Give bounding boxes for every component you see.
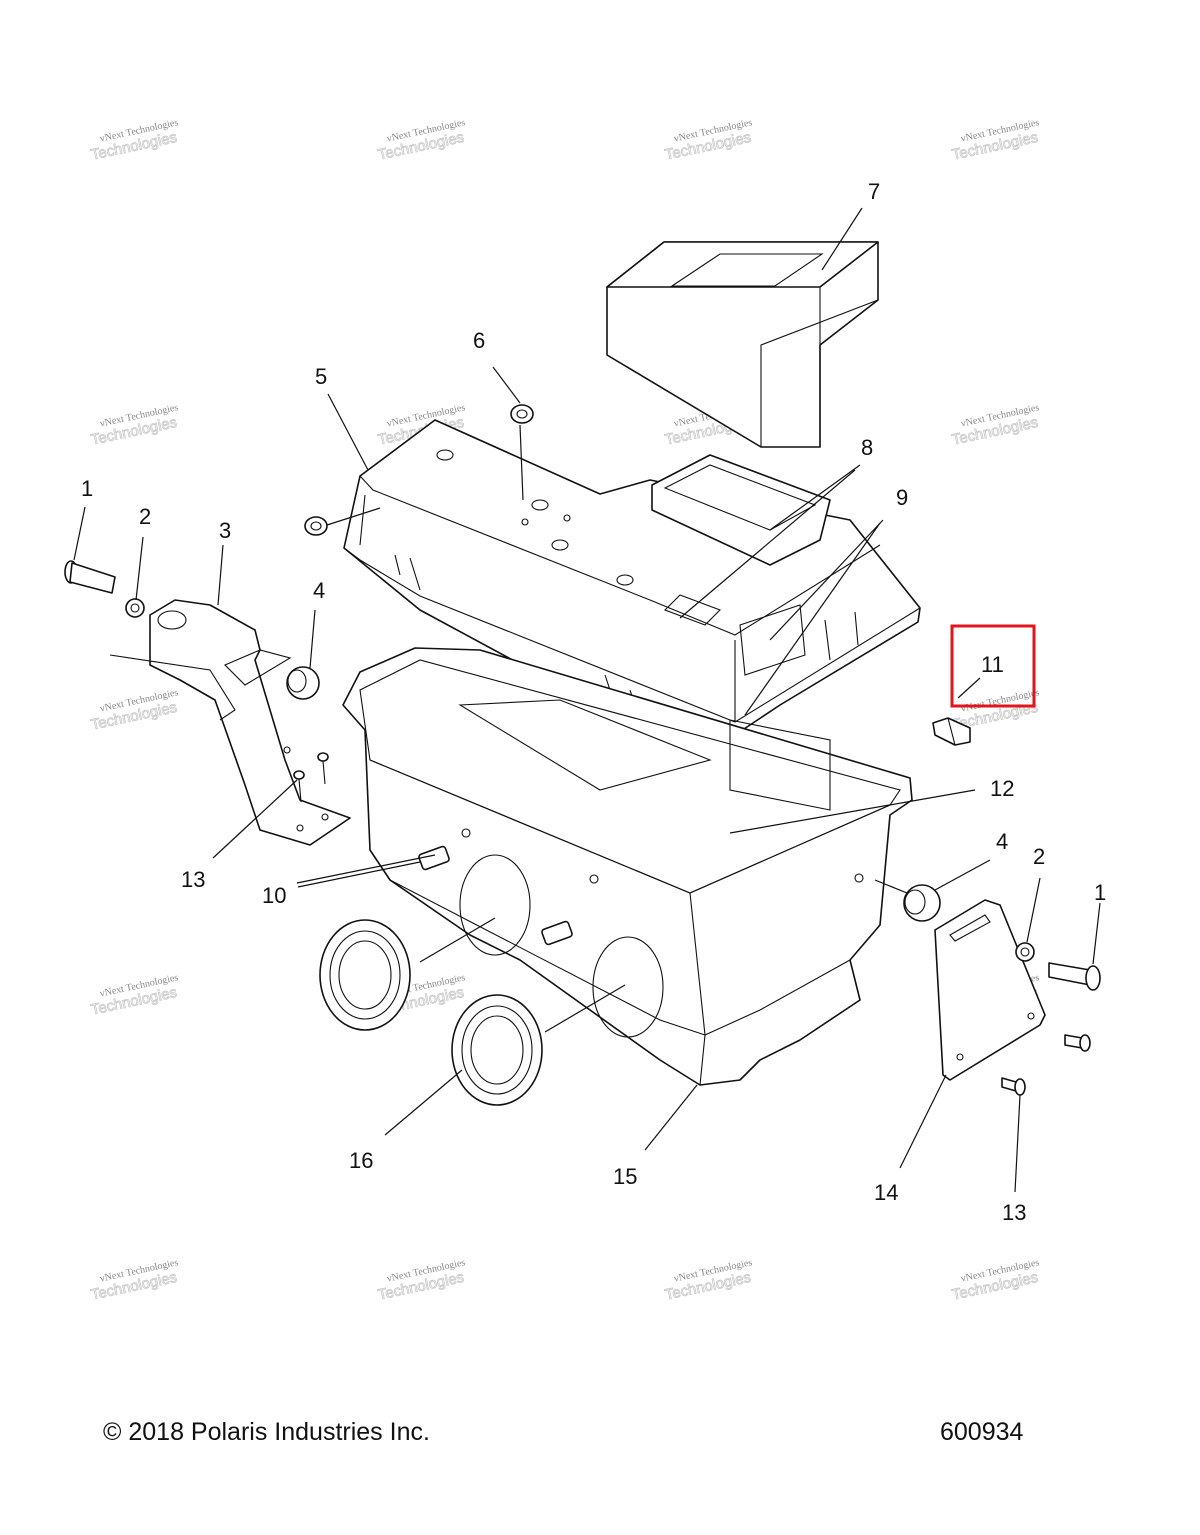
left-screws <box>293 752 329 803</box>
fittings <box>418 845 573 946</box>
callout-9: 9 <box>896 485 908 510</box>
callout-15: 15 <box>613 1164 637 1189</box>
callout-11: 11 <box>981 652 1004 677</box>
clip-part-6 <box>304 404 534 536</box>
air-filter-foam <box>606 241 879 448</box>
clip-part-11 <box>932 717 971 746</box>
left-bolt <box>64 560 116 594</box>
duct-sleeves <box>319 919 543 1106</box>
callout-10: 10 <box>262 883 286 908</box>
callout-2-right: 2 <box>1033 844 1045 869</box>
left-grommet <box>286 666 320 700</box>
callout-4: 4 <box>313 578 325 603</box>
callout-1: 1 <box>81 476 93 501</box>
callout-labels: 7 6 5 8 9 1 2 3 4 11 12 4 2 1 13 10 16 1… <box>81 179 1106 1225</box>
callout-1-right: 1 <box>1094 880 1106 905</box>
left-washer <box>125 598 145 618</box>
callout-12: 12 <box>990 776 1014 801</box>
diagram-number: 600934 <box>940 1418 1024 1446</box>
right-washer <box>1015 942 1035 962</box>
callout-3: 3 <box>219 518 231 543</box>
callout-13-right: 13 <box>1002 1200 1026 1225</box>
leader-lines <box>73 207 1101 1193</box>
right-bolt <box>1048 962 1101 991</box>
right-grommet <box>903 884 941 922</box>
callout-8: 8 <box>861 435 873 460</box>
callout-2: 2 <box>139 504 151 529</box>
callout-16: 16 <box>349 1148 373 1173</box>
callout-14: 14 <box>874 1180 898 1205</box>
right-screws <box>1001 1034 1091 1096</box>
callout-13: 13 <box>181 867 205 892</box>
right-bracket <box>934 899 1046 1081</box>
left-bracket <box>109 599 351 846</box>
callout-5: 5 <box>315 364 327 389</box>
callout-4-right: 4 <box>996 829 1008 854</box>
callout-highlight-box <box>950 624 1036 708</box>
callout-6: 6 <box>473 328 485 353</box>
copyright-text: © 2018 Polaris Industries Inc. <box>103 1418 430 1446</box>
callout-7: 7 <box>868 179 880 204</box>
